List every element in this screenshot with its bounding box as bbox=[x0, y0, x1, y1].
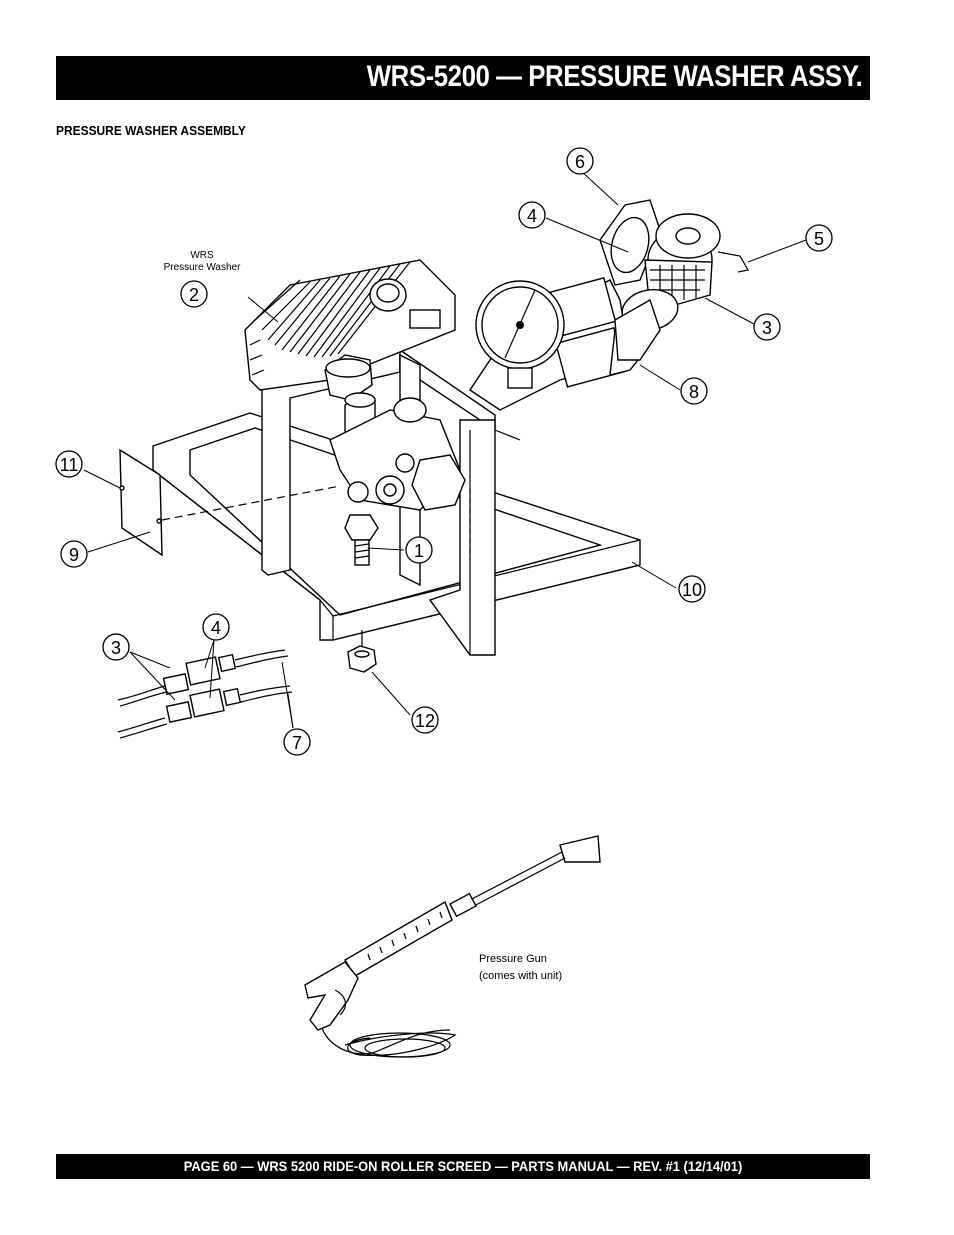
callout-3-hose: 3 bbox=[102, 633, 130, 661]
page-title-bar: WRS-5200 — PRESSURE WASHER ASSY. bbox=[56, 56, 870, 100]
page-title: WRS-5200 — PRESSURE WASHER ASSY. bbox=[366, 60, 862, 93]
leader-lines bbox=[83, 169, 807, 729]
callout-6: 6 bbox=[566, 147, 594, 175]
svg-text:10: 10 bbox=[682, 580, 702, 600]
callout-2: 2 bbox=[180, 280, 208, 308]
callout-11: 11 bbox=[55, 450, 83, 478]
callout-4-hose: 4 bbox=[202, 613, 230, 641]
decal bbox=[119, 448, 471, 560]
footer-text: PAGE 60 — WRS 5200 RIDE-ON ROLLER SCREED… bbox=[183, 1158, 743, 1174]
motor bbox=[244, 259, 456, 391]
svg-text:3: 3 bbox=[762, 318, 772, 338]
gauge-assembly bbox=[469, 199, 749, 411]
pressure-gun bbox=[304, 835, 601, 1058]
svg-text:4: 4 bbox=[211, 618, 221, 638]
svg-text:8: 8 bbox=[689, 382, 699, 402]
footer-bar: PAGE 60 — WRS 5200 RIDE-ON ROLLER SCREED… bbox=[56, 1154, 870, 1179]
svg-text:9: 9 bbox=[69, 545, 79, 565]
callout-4: 4 bbox=[518, 201, 546, 229]
gun-label-line2: (comes with unit) bbox=[479, 970, 562, 982]
gun-label-line1: Pressure Gun bbox=[479, 953, 547, 965]
callout-5: 5 bbox=[805, 224, 833, 252]
callout-7: 7 bbox=[283, 728, 311, 756]
svg-text:2: 2 bbox=[189, 285, 199, 305]
svg-text:12: 12 bbox=[415, 711, 435, 731]
callout-10: 10 bbox=[678, 575, 706, 603]
callout-9: 9 bbox=[60, 540, 88, 568]
svg-text:1: 1 bbox=[414, 541, 424, 561]
callout-8: 8 bbox=[680, 377, 708, 405]
svg-text:5: 5 bbox=[814, 229, 824, 249]
hose-fittings bbox=[117, 649, 293, 739]
svg-text:3: 3 bbox=[111, 638, 121, 658]
svg-text:11: 11 bbox=[60, 455, 79, 475]
pump-head bbox=[324, 354, 466, 566]
callout-3: 3 bbox=[753, 313, 781, 341]
callout-12: 12 bbox=[411, 706, 439, 734]
svg-text:7: 7 bbox=[292, 733, 302, 753]
section-heading: PRESSURE WASHER ASSEMBLY bbox=[56, 123, 246, 138]
svg-text:6: 6 bbox=[575, 152, 585, 172]
callout-1: 1 bbox=[405, 536, 433, 564]
nut bbox=[347, 630, 377, 673]
unit-label-line2: Pressure Washer bbox=[164, 262, 242, 273]
svg-text:4: 4 bbox=[527, 206, 537, 226]
unit-label-line1: WRS bbox=[190, 250, 214, 261]
